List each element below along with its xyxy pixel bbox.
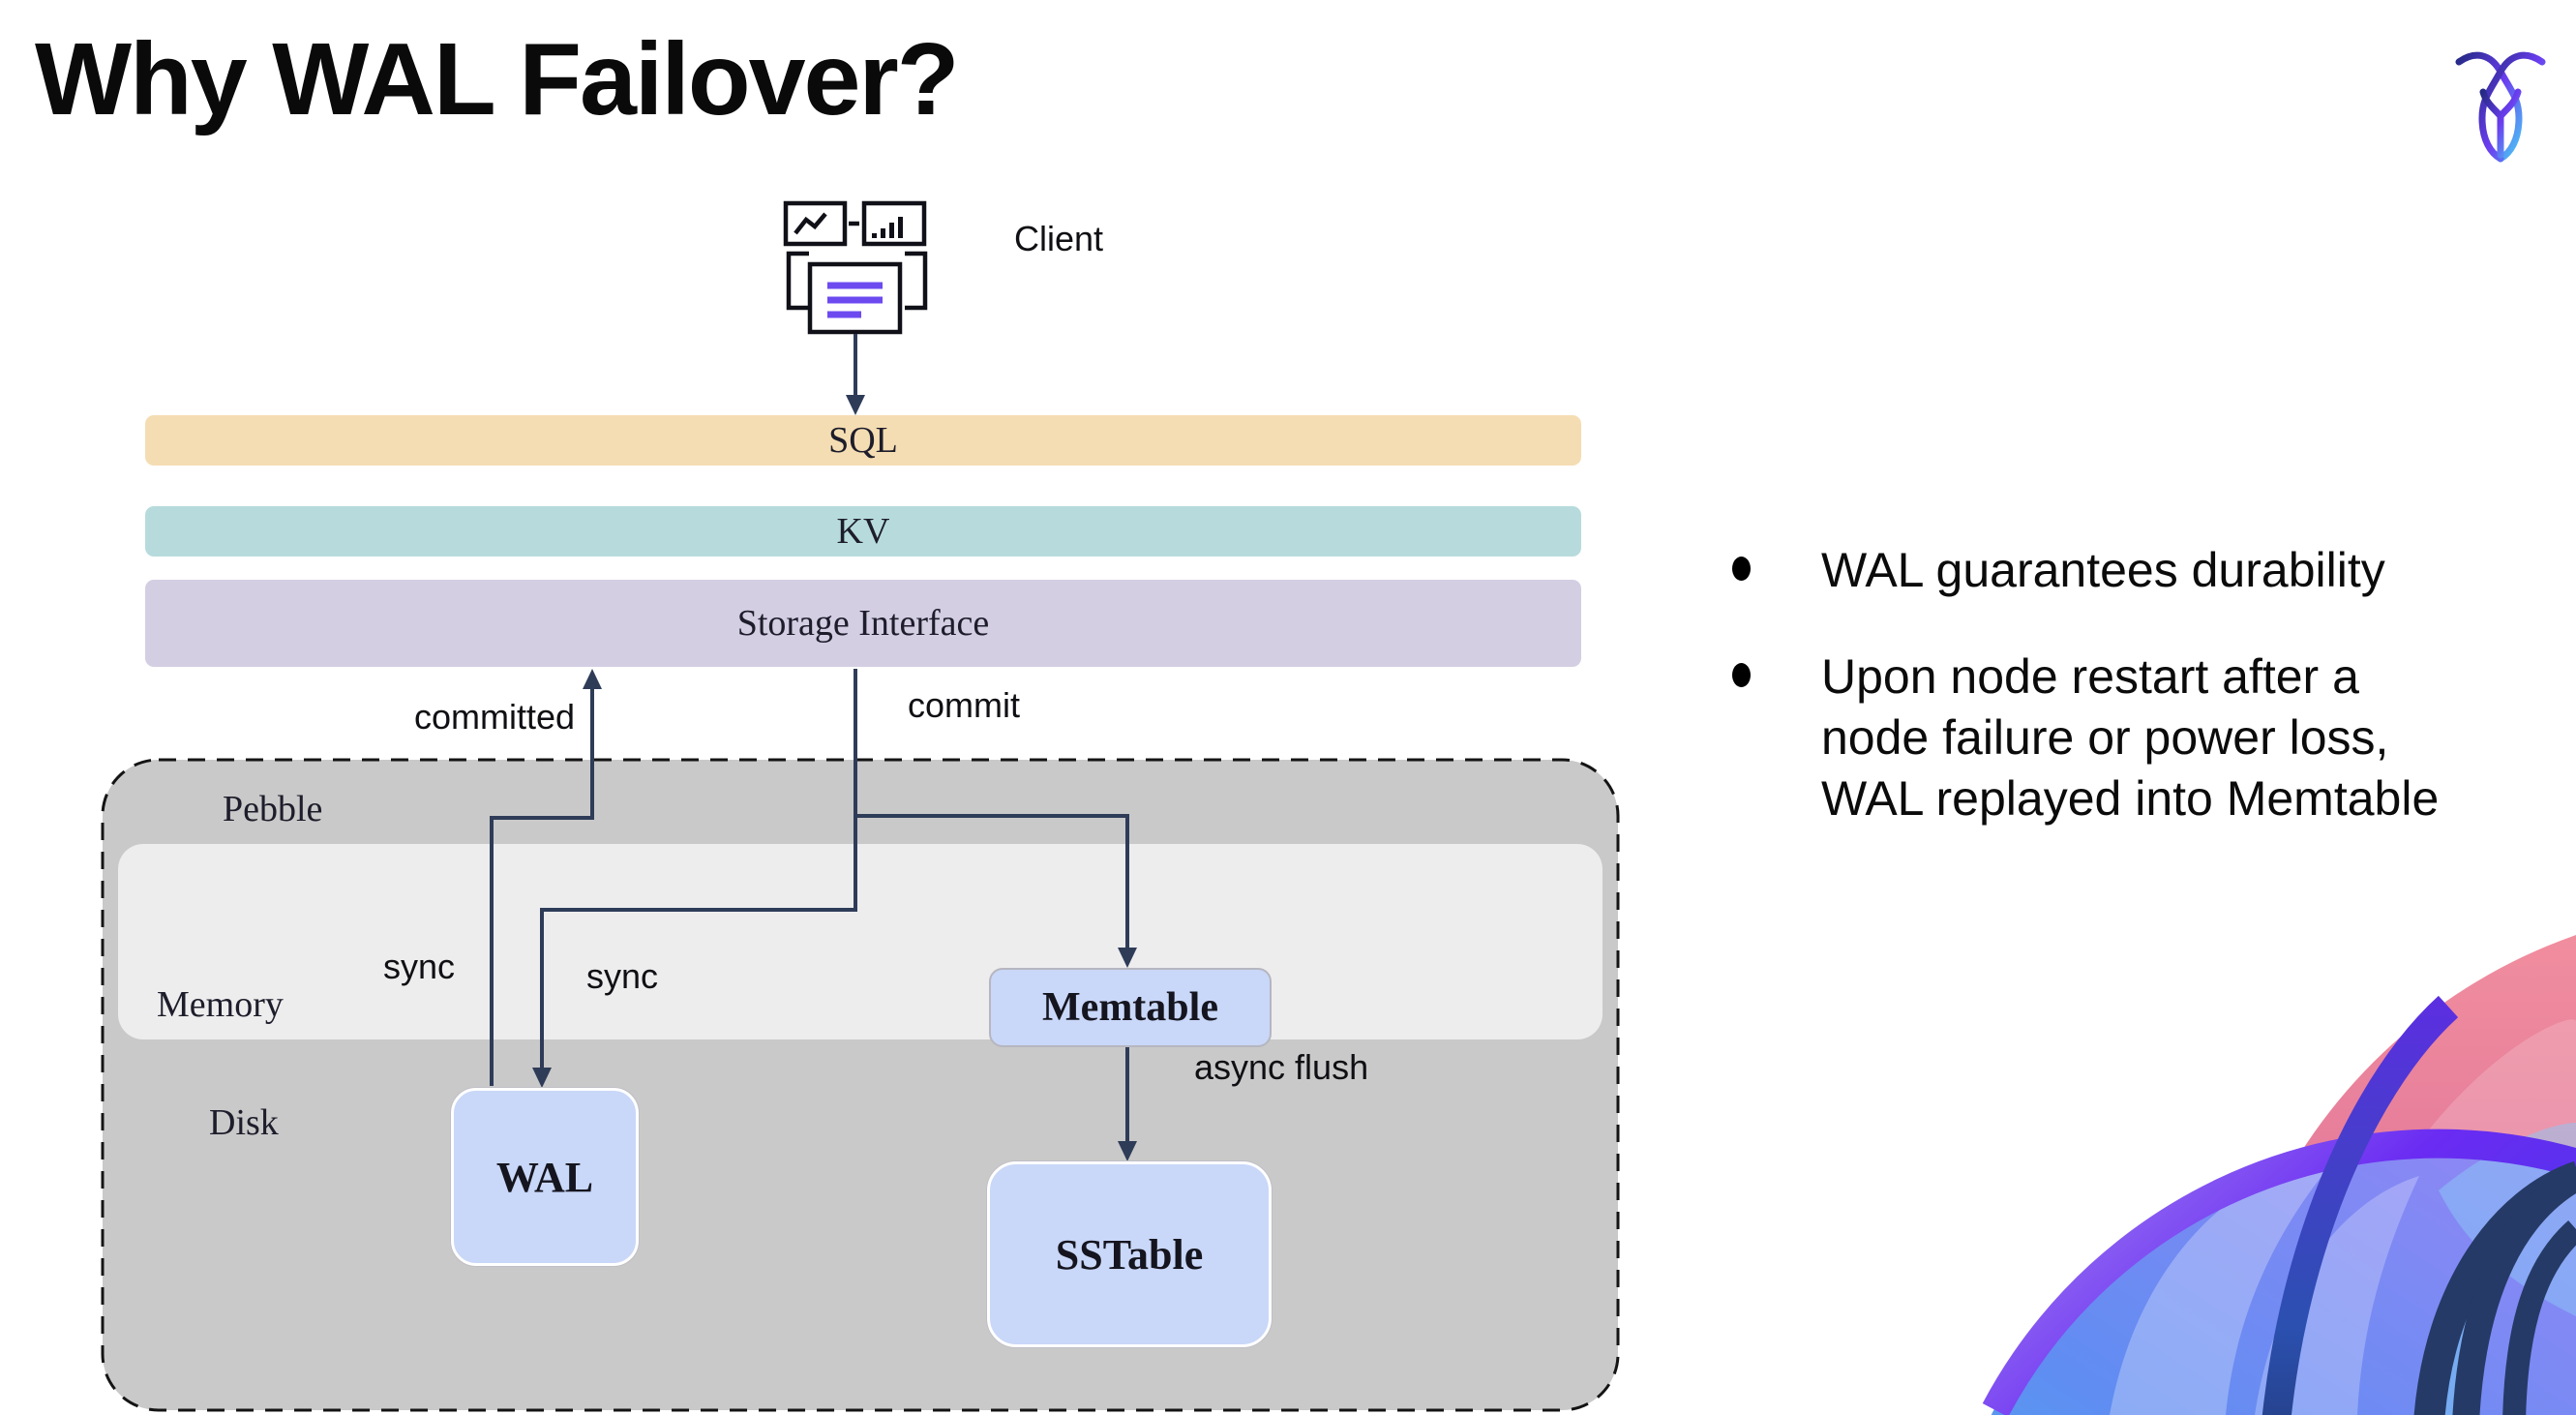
edge-label-committed: committed [414,697,576,737]
edge-label-commit: commit [908,685,1020,725]
document-lines-glyph [827,282,883,318]
edge-commit [532,669,1137,1088]
pebble-label: Pebble [223,789,323,829]
node-wal: WAL [451,1088,639,1266]
client-label: Client [1014,219,1104,258]
edge-async-flush [1118,1043,1137,1161]
page-title: Why WAL Failover? [35,22,959,136]
cockroachdb-brand-art [1982,935,2576,1415]
node-sstable: SSTable [987,1161,1272,1347]
bullet-icon [1732,557,1751,581]
node-memtable: Memtable [989,968,1272,1047]
layer-kv: KV [145,506,1581,557]
node-wal-label: WAL [495,1153,594,1201]
layer-storage-interface-label: Storage Interface [736,603,990,644]
edge-label-sync-right: sync [586,956,659,996]
bullet-list: WAL guarantees durability Upon node rest… [1732,540,2564,829]
memory-label: Memory [157,984,284,1025]
list-item: Upon node restart after a node failure o… [1732,647,2564,829]
cockroachdb-logo [2455,51,2546,163]
bullet-text: Upon node restart after a node failure o… [1821,649,2440,826]
edge-label-async-flush: async flush [1194,1047,1369,1087]
edge-label-sync-left: sync [383,947,456,986]
layer-kv-label: KV [836,511,890,552]
client-terminal-icon [783,200,928,335]
layer-sql: SQL [145,415,1581,466]
disk-label: Disk [209,1102,279,1143]
node-memtable-label: Memtable [1042,985,1218,1030]
bar-chart-glyph [872,217,903,238]
layer-storage-interface: Storage Interface [145,580,1581,667]
memory-band [118,844,1603,1039]
bullet-icon [1732,663,1751,687]
edge-committed [490,669,602,1086]
node-sstable-label: SSTable [1055,1230,1204,1279]
list-item: WAL guarantees durability [1732,540,2564,601]
bullet-text: WAL guarantees durability [1821,543,2385,597]
edge-client-to-sql [846,334,865,415]
layer-sql-label: SQL [828,420,898,461]
